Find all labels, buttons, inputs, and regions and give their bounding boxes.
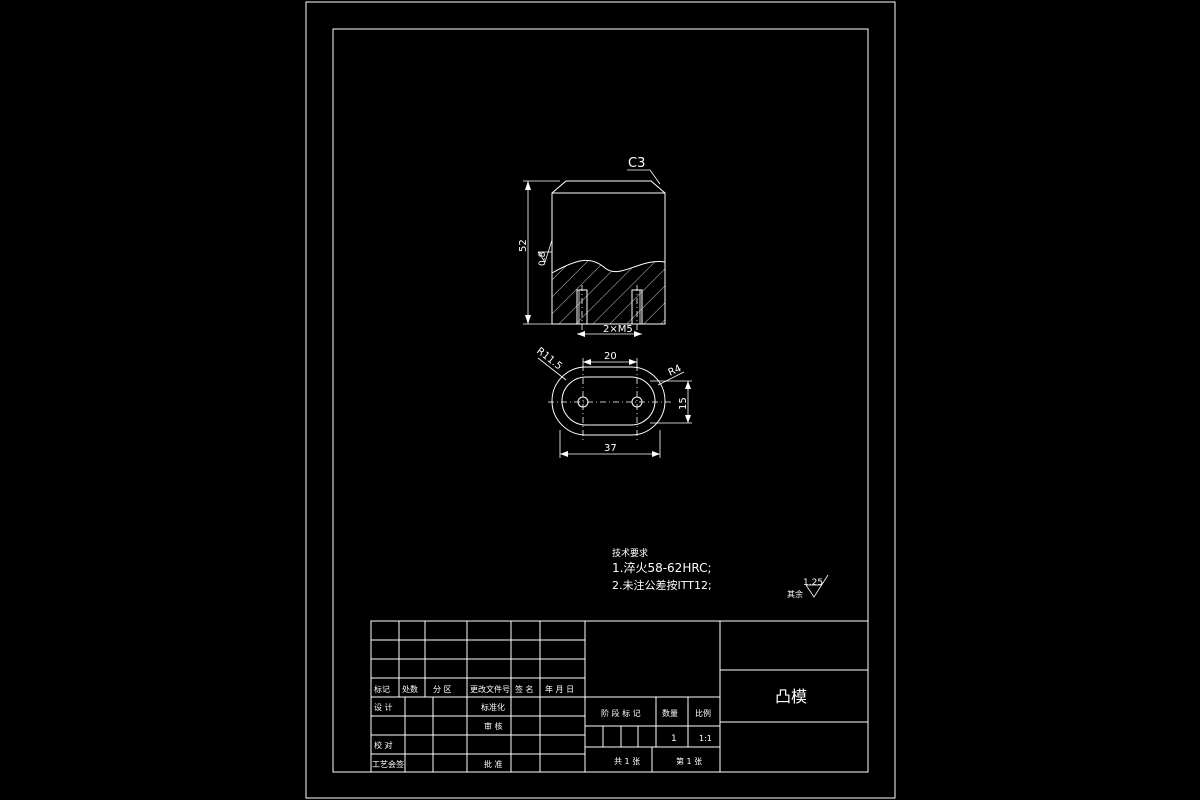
tb-review: 审 核: [484, 721, 503, 731]
tb-quantity-value: 1: [671, 734, 677, 744]
tb-design: 设 计: [374, 702, 393, 712]
tb-weight: 数量: [662, 708, 678, 718]
tb-label-date: 年 月 日: [545, 684, 574, 694]
roughness-side-value: 0.8: [538, 251, 548, 266]
roughness-rest-label: 其余: [787, 589, 803, 599]
height-dimension: 52: [518, 239, 529, 252]
title-block-lines: [370, 620, 869, 773]
chamfer-label: C3: [628, 156, 645, 171]
pitch-dimension: 20: [604, 351, 617, 362]
thread-label: 2×M5: [603, 324, 633, 335]
tb-approve: 批 准: [484, 759, 503, 769]
tb-sheets-total: 共 1 张: [614, 757, 640, 766]
notes-line-2: 2.未注公差按ITT12;: [612, 578, 712, 592]
front-view: [523, 169, 666, 337]
tb-sheet-number: 第 1 张: [676, 756, 702, 766]
outer-border: [305, 1, 896, 799]
length-dimension: 37: [604, 443, 617, 454]
tb-stage-mark: 阶 段 标 记: [601, 708, 641, 718]
tb-label-zone: 分 区: [433, 685, 452, 694]
radius-large-label: R11.5: [534, 346, 564, 373]
tb-label-count: 处数: [402, 684, 418, 694]
tb-label-change-doc: 更改文件号: [470, 684, 510, 694]
tb-label-signature: 签 名: [515, 684, 534, 694]
tb-scale-value: 1:1: [699, 734, 712, 743]
width-dimension: 15: [678, 397, 689, 410]
top-view: [537, 357, 692, 458]
inner-frame: [332, 28, 869, 773]
roughness-rest-value: 1.25: [803, 578, 823, 588]
part-name: 凸模: [775, 687, 807, 706]
tb-check: 校 对: [374, 740, 393, 750]
tb-label-mark: 标记: [374, 684, 390, 694]
tb-standard: 标准化: [481, 702, 505, 712]
roughness-rest-symbol: [805, 574, 829, 598]
tb-process: 工艺会签: [372, 759, 404, 769]
notes-line-1: 1.淬火58-62HRC;: [612, 560, 712, 575]
notes-title: 技术要求: [612, 547, 648, 559]
radius-small-label: R4: [667, 363, 684, 379]
tb-scale: 比例: [695, 708, 711, 718]
